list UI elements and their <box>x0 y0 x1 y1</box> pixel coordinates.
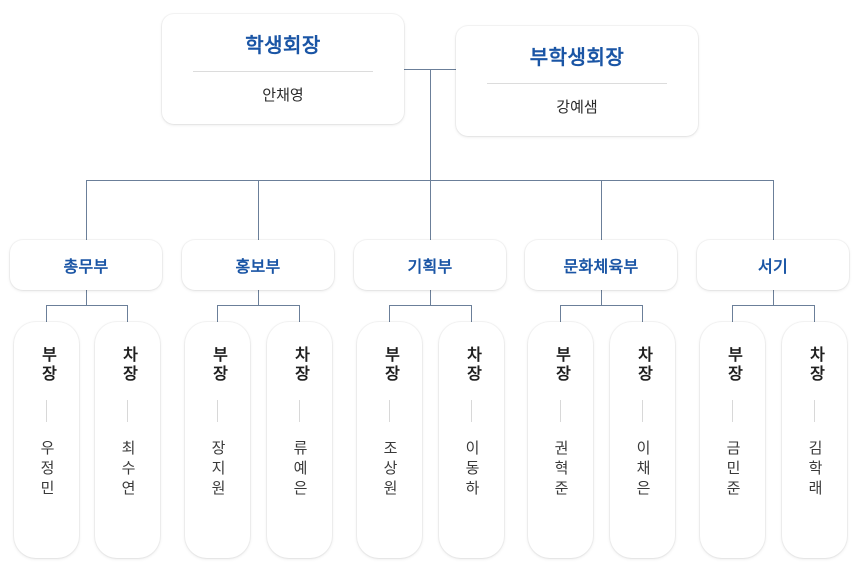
member-role-gihoek-chajang: 차장 <box>463 346 481 384</box>
member-role-gihoek-bujang: 부장 <box>381 346 399 384</box>
member-name-seogi-bujang: 금민준 <box>724 440 741 500</box>
connector-dept2-member1 <box>217 305 218 323</box>
department-title-chongmu: 총무부 <box>63 259 109 276</box>
member-role-seogi-bujang: 부장 <box>724 346 742 384</box>
member-name-hongbo-bujang: 장지원 <box>209 440 226 500</box>
member-divider-seogi-chajang <box>814 400 815 422</box>
exec-title-president: 학생회장 <box>245 34 321 57</box>
connector-department-drop-1 <box>86 180 87 240</box>
member-role-seogi-chajang: 차장 <box>806 346 824 384</box>
member-role-munhwa-chajang: 차장 <box>634 346 652 384</box>
member-divider-gihoek-bujang <box>389 400 390 422</box>
member-divider-hongbo-bujang <box>217 400 218 422</box>
member-card-seogi-bujang[interactable]: 부장 금민준 <box>700 322 765 558</box>
member-name-hongbo-chajang: 류예은 <box>291 440 308 500</box>
department-card-seogi[interactable]: 서기 <box>697 240 849 290</box>
member-card-gihoek-bujang[interactable]: 부장 조상원 <box>357 322 422 558</box>
member-name-gihoek-bujang: 조상원 <box>381 440 398 500</box>
department-title-hongbo: 홍보부 <box>235 259 281 276</box>
member-card-gihoek-chajang[interactable]: 차장 이동하 <box>439 322 504 558</box>
connector-trunk-vertical <box>430 69 431 181</box>
department-card-chongmu[interactable]: 총무부 <box>10 240 162 290</box>
connector-dept3-member2 <box>471 305 472 323</box>
department-card-munhwa[interactable]: 문화체육부 <box>525 240 677 290</box>
connector-dept2-bus <box>217 305 299 306</box>
member-card-chongmu-chajang[interactable]: 차장 최수연 <box>95 322 160 558</box>
connector-dept5-member1 <box>732 305 733 323</box>
connector-department-drop-4 <box>601 180 602 240</box>
exec-card-vice-president[interactable]: 부학생회장 강예샘 <box>456 26 698 136</box>
connector-department-drop-3 <box>430 180 431 240</box>
connector-department-drop-5 <box>773 180 774 240</box>
member-role-chongmu-chajang: 차장 <box>119 346 137 384</box>
connector-dept2-member2 <box>299 305 300 323</box>
member-name-munhwa-chajang: 이채은 <box>634 440 651 500</box>
member-role-munhwa-bujang: 부장 <box>552 346 570 384</box>
connector-dept1-stem <box>86 290 87 306</box>
member-name-gihoek-chajang: 이동하 <box>463 440 480 500</box>
member-divider-chongmu-chajang <box>127 400 128 422</box>
member-divider-munhwa-chajang <box>642 400 643 422</box>
member-name-munhwa-bujang: 권혁준 <box>552 440 569 500</box>
connector-dept1-member2 <box>127 305 128 323</box>
exec-title-vice-president: 부학생회장 <box>529 46 625 69</box>
member-role-hongbo-bujang: 부장 <box>209 346 227 384</box>
member-divider-seogi-bujang <box>732 400 733 422</box>
member-card-munhwa-bujang[interactable]: 부장 권혁준 <box>528 322 593 558</box>
member-card-chongmu-bujang[interactable]: 부장 우정민 <box>14 322 79 558</box>
member-card-munhwa-chajang[interactable]: 차장 이채은 <box>610 322 675 558</box>
exec-divider-vice-president <box>487 82 667 84</box>
connector-dept4-member1 <box>560 305 561 323</box>
exec-name-president: 안채영 <box>262 86 304 104</box>
connector-dept3-stem <box>430 290 431 306</box>
member-divider-chongmu-bujang <box>46 400 47 422</box>
connector-dept1-member1 <box>46 305 47 323</box>
member-card-hongbo-chajang[interactable]: 차장 류예은 <box>267 322 332 558</box>
exec-divider-president <box>193 70 373 72</box>
connector-dept4-member2 <box>642 305 643 323</box>
department-card-hongbo[interactable]: 홍보부 <box>182 240 334 290</box>
member-role-hongbo-chajang: 차장 <box>291 346 309 384</box>
member-divider-munhwa-bujang <box>560 400 561 422</box>
connector-dept2-stem <box>258 290 259 306</box>
exec-name-vice-president: 강예샘 <box>556 98 598 116</box>
member-name-chongmu-bujang: 우정민 <box>38 440 55 500</box>
connector-department-drop-2 <box>258 180 259 240</box>
connector-dept4-bus <box>560 305 642 306</box>
connector-exec-horizontal <box>404 69 460 70</box>
member-card-hongbo-bujang[interactable]: 부장 장지원 <box>185 322 250 558</box>
connector-dept4-stem <box>601 290 602 306</box>
member-name-seogi-chajang: 김학래 <box>806 440 823 500</box>
department-title-munhwa: 문화체육부 <box>563 259 639 276</box>
exec-card-president[interactable]: 학생회장 안채영 <box>162 14 404 124</box>
member-card-seogi-chajang[interactable]: 차장 김학래 <box>782 322 847 558</box>
connector-dept3-bus <box>389 305 471 306</box>
member-role-chongmu-bujang: 부장 <box>38 346 56 384</box>
connector-dept5-stem <box>773 290 774 306</box>
member-name-chongmu-chajang: 최수연 <box>119 440 136 500</box>
department-title-seogi: 서기 <box>757 259 789 276</box>
department-card-gihoek[interactable]: 기획부 <box>354 240 506 290</box>
connector-dept1-bus <box>46 305 127 306</box>
connector-dept5-bus <box>732 305 814 306</box>
member-divider-hongbo-chajang <box>299 400 300 422</box>
connector-dept3-member1 <box>389 305 390 323</box>
member-divider-gihoek-chajang <box>471 400 472 422</box>
connector-dept5-member2 <box>814 305 815 323</box>
department-title-gihoek: 기획부 <box>407 259 453 276</box>
